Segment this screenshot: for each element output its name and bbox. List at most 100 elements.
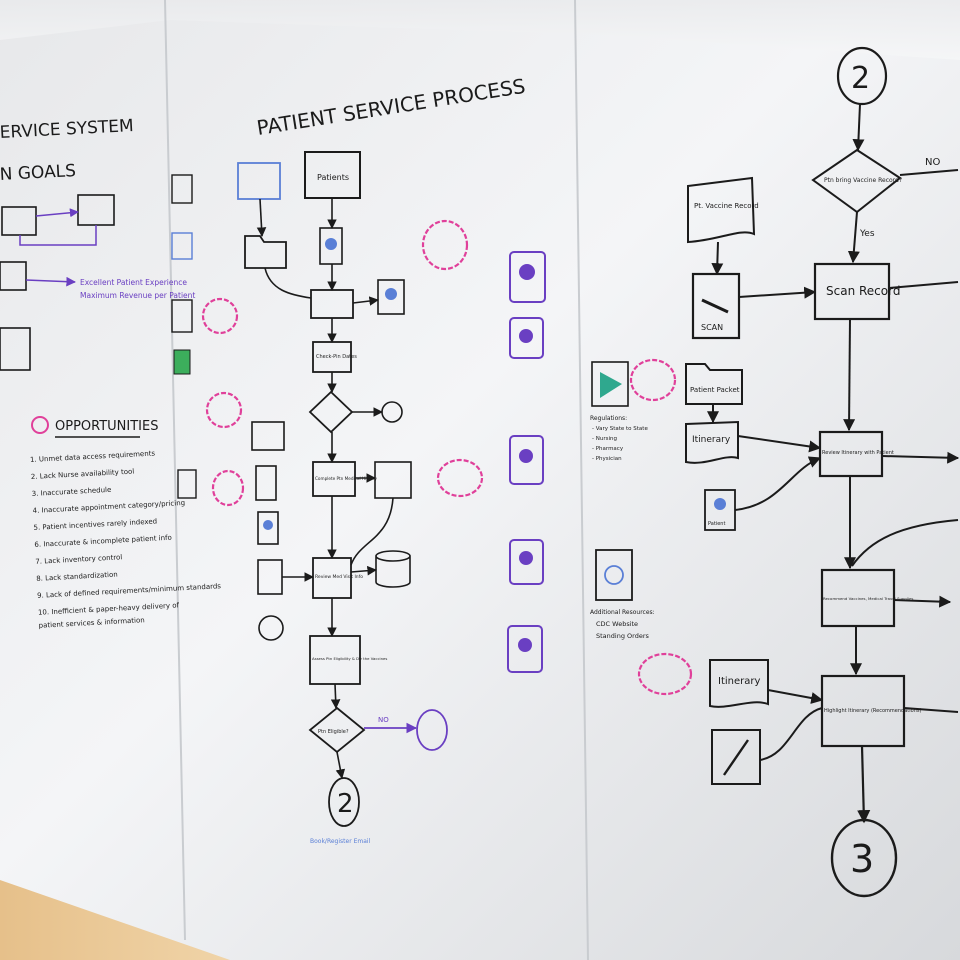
patients-label: Patients (317, 173, 349, 182)
patient-avatar-icon (325, 238, 337, 250)
itinerary-doc-2 (709, 659, 769, 708)
patient-packet-label: Patient Packet (690, 386, 740, 394)
regulation-item: - Nursing (592, 436, 617, 442)
persona-card (509, 435, 544, 485)
decision-diamond-1 (308, 390, 354, 434)
flow-arrow (888, 281, 959, 289)
flow-arrow-no (899, 169, 959, 176)
itinerary-label: Itinerary (692, 435, 731, 445)
flow-arrow (264, 267, 312, 299)
left-box-4 (0, 327, 31, 371)
persona-icon (518, 638, 532, 652)
connector-top-number: 2 (851, 61, 870, 96)
table-surface (0, 880, 230, 960)
pink-note-cloud (436, 458, 484, 498)
panel-seam-2 (574, 0, 589, 960)
connector-bottom-number: 3 (850, 837, 874, 881)
connector-top (836, 46, 888, 106)
resource-item: Standing Orders (596, 632, 649, 640)
left-link-1 (35, 208, 79, 218)
right-panel: 2 Ptn bring Vaccine Record? NO Yes Pt. V… (590, 46, 960, 898)
resources-title: Additional Resources: (590, 609, 655, 616)
recommend-box (820, 568, 896, 628)
resources-icon-box (595, 549, 633, 601)
pen-icon-box-2 (711, 729, 761, 785)
note-box-left (251, 421, 285, 451)
pink-note-cloud (211, 469, 245, 507)
patient-icon-box-2 (257, 511, 279, 545)
flow-arrow (851, 519, 959, 567)
bring-record-no: NO (925, 157, 940, 168)
eligible-label: Ptn Eligible? (318, 729, 349, 735)
flow-arrow (767, 689, 824, 704)
persona-card (509, 251, 546, 303)
scan-icon-label: SCAN (701, 323, 723, 332)
flow-arrow (852, 103, 865, 152)
assess-label: Assess Ptn Eligibility & Dtr the Vaccine… (312, 656, 387, 661)
flow-arrow (737, 435, 822, 453)
flow-arrow-yes (847, 211, 860, 264)
purple-terminator (416, 709, 448, 751)
flow-arrow (352, 296, 379, 306)
flow-arrow (711, 241, 724, 276)
recommend-label: Recommend Vaccines, Medical Travel Suppl… (823, 596, 913, 601)
offpage-connector (258, 615, 284, 641)
scanner-icon (701, 298, 729, 314)
bring-record-label: Ptn bring Vaccine Record? (824, 177, 902, 184)
flow-arrow (350, 565, 377, 576)
flow-arrow (335, 751, 346, 779)
persona-icon (519, 264, 535, 280)
connector-2-caption: Book/Register Email (310, 838, 371, 845)
persona-card (509, 317, 544, 359)
flow-arrow (759, 707, 823, 761)
experience-line-1: Excellent Patient Experience (80, 278, 187, 287)
pink-note-cloud (205, 391, 243, 429)
left-link-3 (25, 276, 76, 287)
review-label: Review Med Visit Info (315, 574, 363, 580)
connector-bottom (830, 818, 898, 898)
persona-icon (519, 329, 533, 343)
regulation-item: - Physician (592, 456, 622, 462)
connector-2-number: 2 (337, 789, 354, 819)
flow-arrow (256, 198, 267, 237)
patient-card-icon (714, 498, 726, 510)
patient-icon-2 (263, 520, 273, 530)
software-logo-icon (600, 372, 622, 398)
opportunities-title: OPPORTUNITIES (55, 419, 159, 434)
legend-device-icon (171, 299, 193, 333)
experience-line-2: Maximum Revenue per Patient (80, 291, 195, 300)
regulation-item: Regulations: (590, 415, 627, 422)
flow-arrow (843, 318, 856, 432)
info-icon (604, 565, 624, 585)
flow-arrow (738, 286, 817, 299)
regulations-list: Regulations: - Vary State to State - Nur… (590, 415, 648, 462)
database-icon (375, 550, 411, 588)
scan-record-label: Scan Record (826, 284, 900, 298)
flow-arrow (734, 456, 822, 511)
itinerary-label-2: Itinerary (718, 676, 760, 687)
left-link-2 (19, 225, 97, 246)
flow-arrow (857, 745, 871, 824)
persona-card (507, 625, 543, 673)
flow-arrow (903, 707, 959, 713)
pink-note-cloud (421, 219, 469, 271)
flow-arrow (881, 451, 960, 464)
regulation-item: - Pharmacy (592, 446, 624, 452)
vaccine-record-doc (687, 176, 756, 244)
persona-card (509, 539, 544, 585)
left-box-3 (0, 261, 27, 291)
side-person-icon (385, 288, 397, 300)
left-box-1 (1, 206, 37, 236)
legend-tablet-icon (177, 469, 197, 499)
persona-icon (519, 449, 533, 463)
flow-arrow (350, 497, 394, 566)
flow-arrow (330, 683, 341, 709)
highlight-label: Highlight Itinerary (Recommendations) (824, 708, 921, 714)
itinerary-doc (685, 420, 739, 464)
regulation-item: - Vary State to State (592, 426, 648, 432)
pink-note-cloud (201, 297, 239, 335)
resource-item: CDC Website (596, 620, 638, 628)
goals-title: N GOALS (0, 161, 76, 185)
vaccine-record-label: Pt. Vaccine Record (694, 202, 759, 210)
opportunities-cloud-icon (31, 416, 49, 434)
